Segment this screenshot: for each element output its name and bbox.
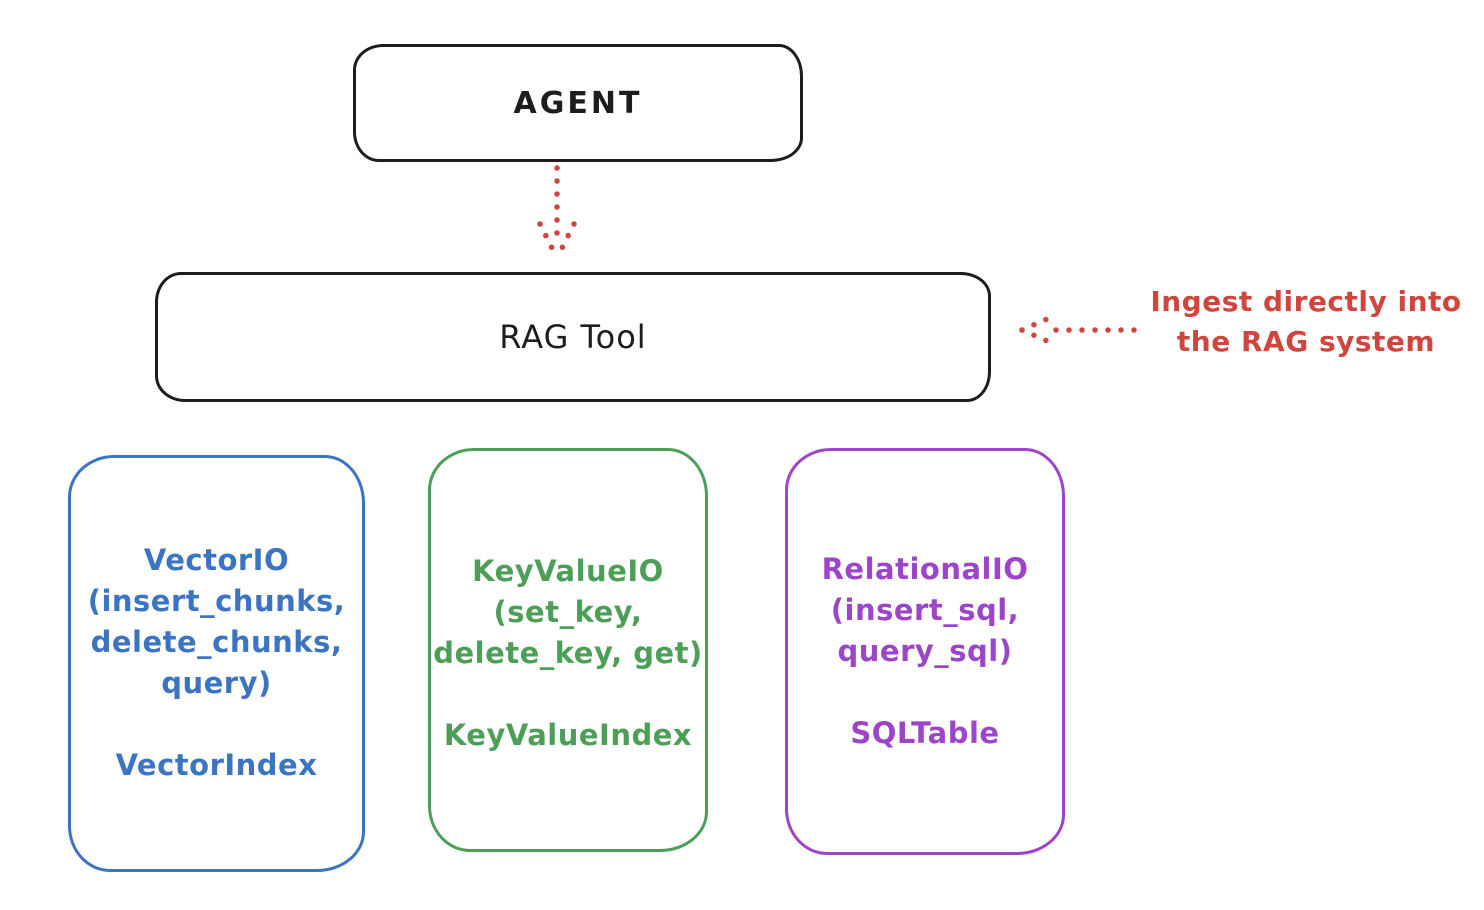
card-vector-io-text: VectorIO (insert_chunks, delete_chunks,que…: [71, 540, 362, 786]
text-line: RelationalIO: [821, 552, 1029, 586]
rag-tool-label: RAG Tool: [499, 318, 647, 356]
text-line: VectorIO: [143, 543, 290, 577]
text-line: (insert_chunks,: [87, 584, 346, 618]
text-line: [71, 704, 362, 745]
card-relational-io[interactable]: RelationalIO (insert_sql, query_sql) SQLTa…: [785, 448, 1065, 855]
agent-label: AGENT: [513, 85, 643, 121]
agent-node[interactable]: AGENT: [353, 44, 803, 162]
text-line: the RAG system: [1176, 325, 1436, 358]
text-line: delete_key, get): [433, 636, 703, 670]
text-line: (set_key,: [493, 595, 643, 629]
arrowhead-lower-wing: [1019, 327, 1057, 347]
text-line: Ingest directly into: [1150, 285, 1462, 318]
text-line: KeyValueIO: [472, 554, 664, 588]
text-line: query): [161, 666, 272, 700]
arrowhead-left-wing: [537, 221, 560, 261]
text-line: (insert_sql,: [830, 593, 1020, 627]
card-keyvalue-io[interactable]: KeyValueIO (set_key, delete_key, get) KeyV…: [428, 448, 708, 852]
annotation-text: Ingest directly into the RAG system: [1140, 282, 1472, 362]
annotation-to-ragtool-arrow: [1019, 313, 1137, 347]
text-line: [788, 672, 1062, 713]
text-line: SQLTable: [850, 716, 1000, 750]
text-line: query_sql): [837, 634, 1013, 668]
text-line: [431, 674, 705, 715]
text-line: delete_chunks,: [90, 625, 343, 659]
arrowhead-right-wing: [554, 221, 577, 261]
card-vector-io[interactable]: VectorIO (insert_chunks, delete_chunks,que…: [68, 455, 365, 872]
card-relational-io-text: RelationalIO (insert_sql, query_sql) SQLTa…: [788, 549, 1062, 754]
agent-to-ragtool-arrow: [537, 165, 577, 261]
card-keyvalue-io-text: KeyValueIO (set_key, delete_key, get) KeyV…: [431, 551, 705, 756]
text-line: KeyValueIndex: [443, 718, 693, 752]
arrowhead-upper-wing: [1019, 313, 1057, 333]
rag-tool-node[interactable]: RAG Tool: [155, 272, 991, 402]
text-line: VectorIndex: [115, 748, 318, 782]
